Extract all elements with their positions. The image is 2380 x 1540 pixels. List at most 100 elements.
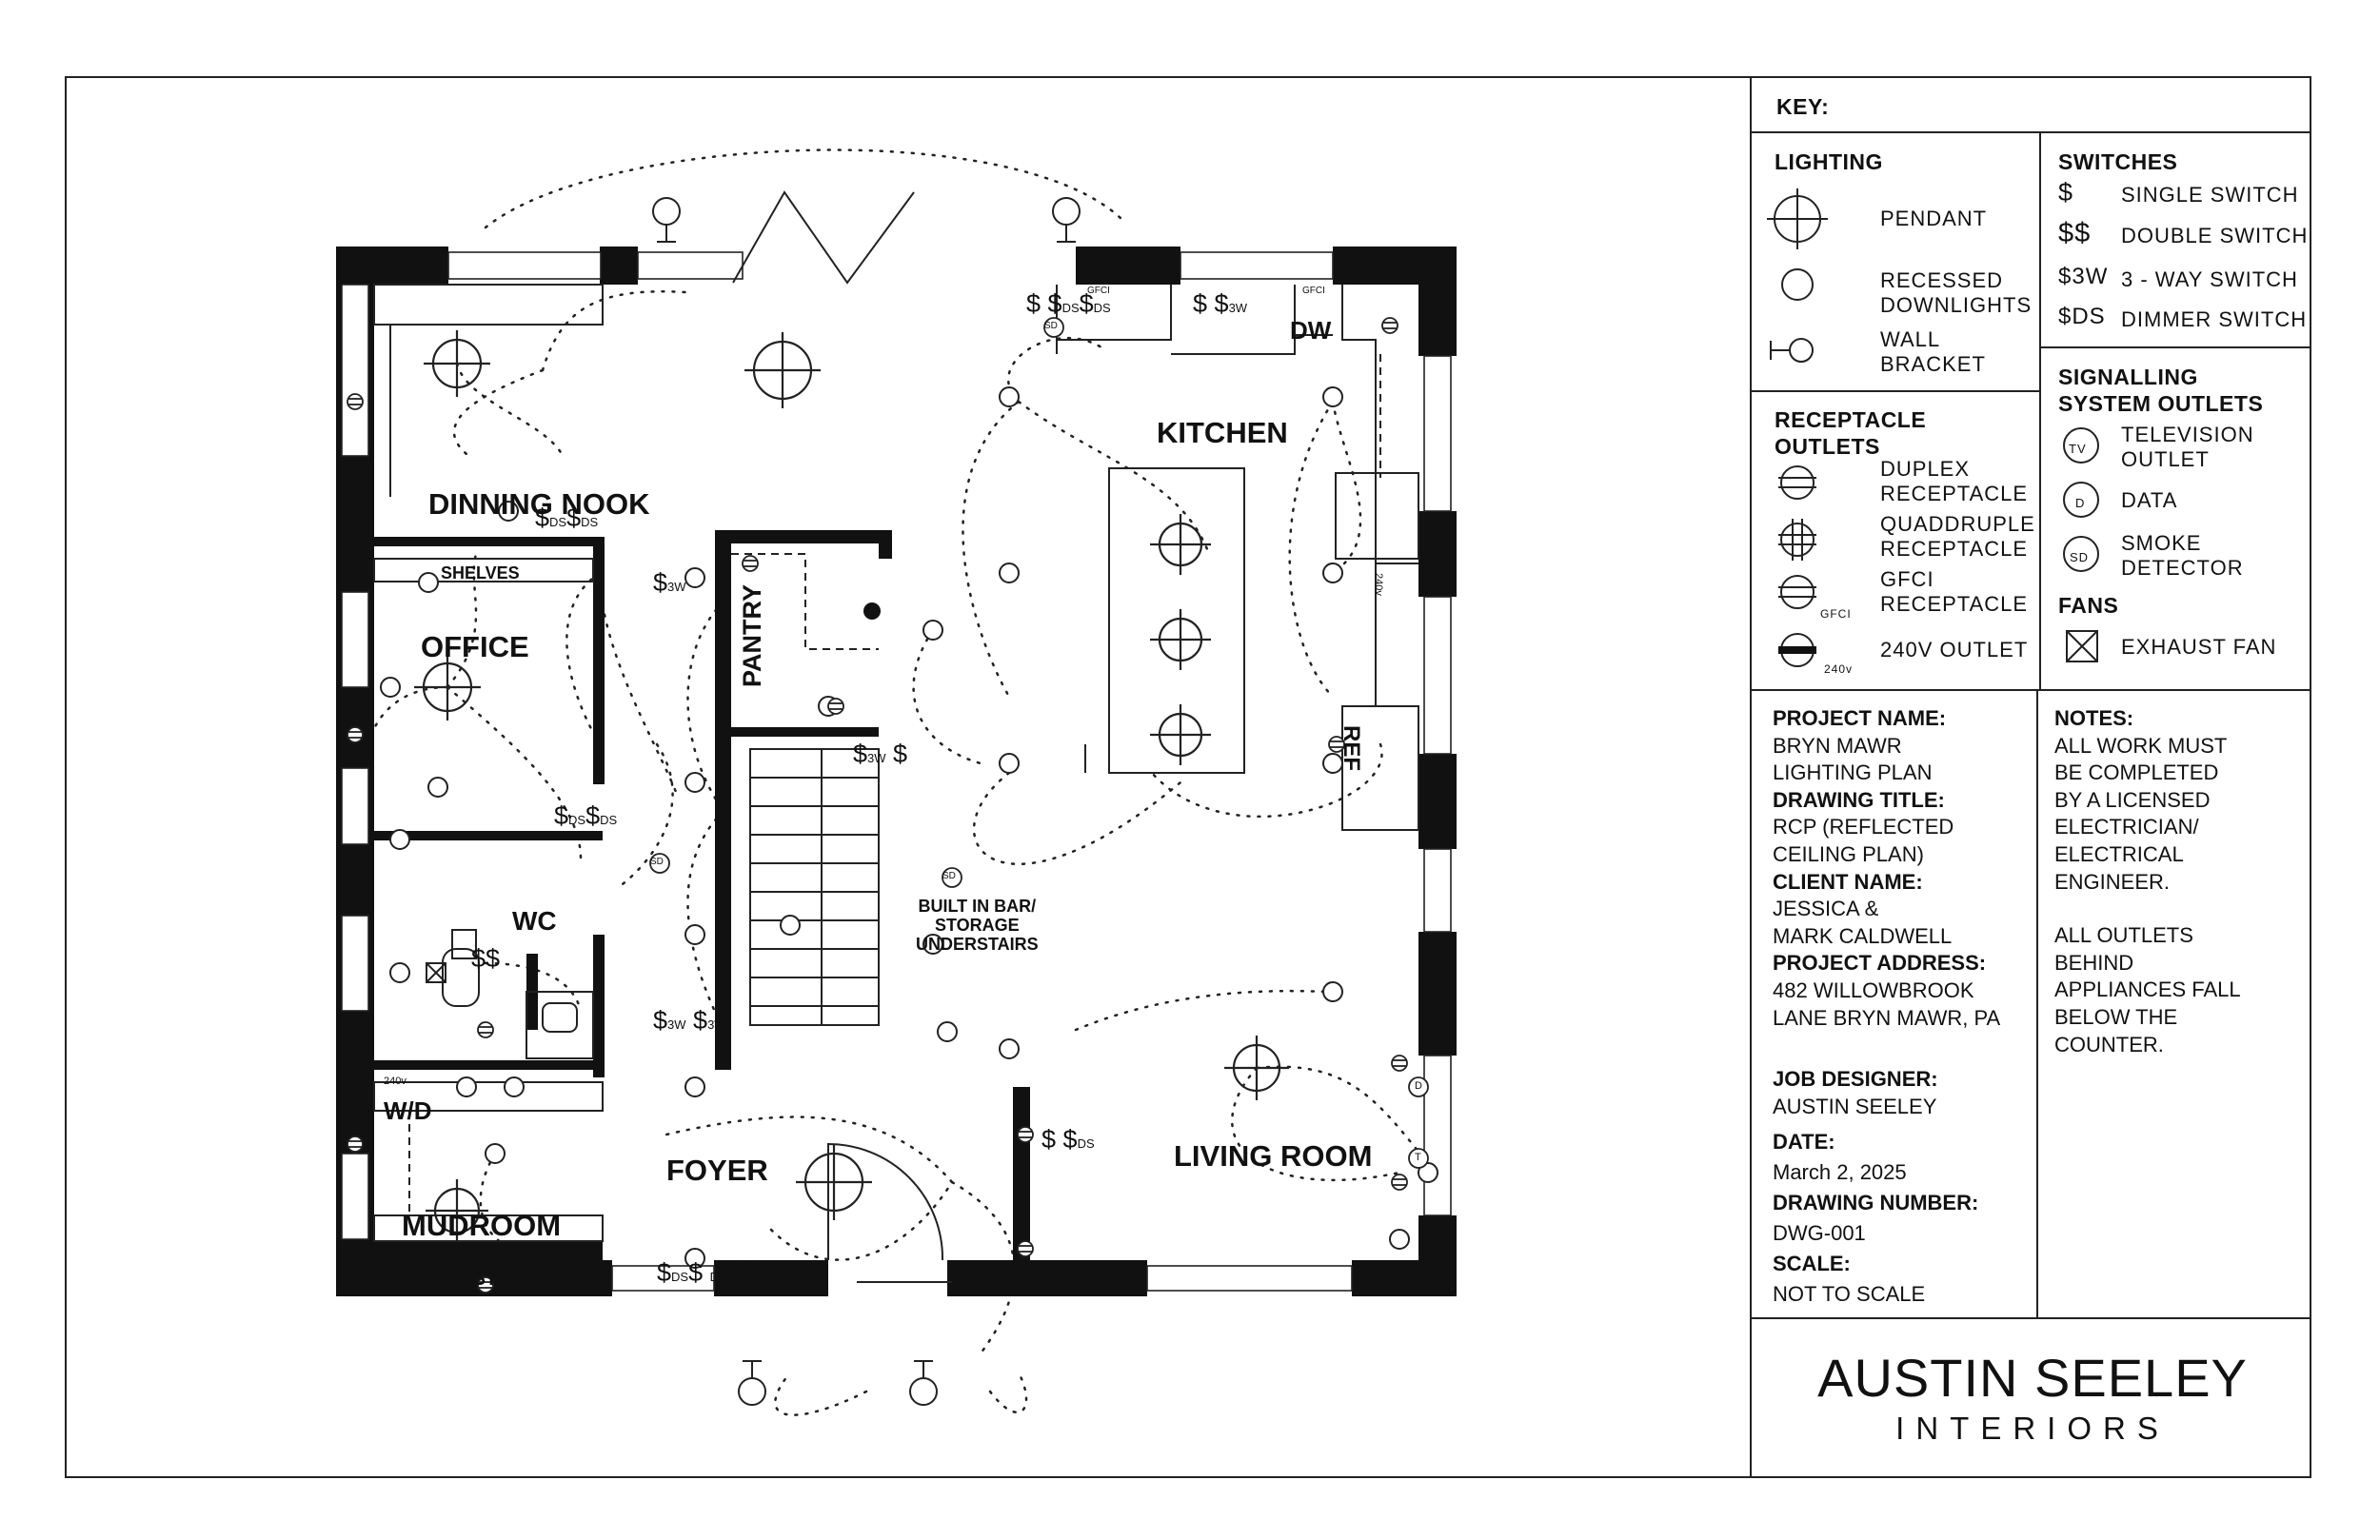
plan-switch-stair-top: $3W <box>653 568 686 597</box>
company-logo-name: AUSTIN SEELEY <box>1817 1348 2248 1408</box>
plan-switch-living: $ $DS <box>1041 1125 1095 1154</box>
room-dining-nook: DINNING NOOK <box>428 487 650 521</box>
floor-plan: DINNING NOOK OFFICE SHELVES WC W/D MUDRO… <box>67 78 1809 1480</box>
scale-label: SCALE: <box>1773 1252 1851 1275</box>
key-240v-tag: 240v <box>1824 662 1854 676</box>
project-info: PROJECT NAME: BRYN MAWR LIGHTING PLAN DR… <box>1773 705 2000 1032</box>
room-built-in-bar: BUILT IN BAR/ STORAGE UNDERSTAIRS <box>916 897 1039 954</box>
plan-tv-outlet: T <box>1415 1152 1421 1163</box>
plan-switch-pantry: $3W $ <box>853 740 908 768</box>
project-address: 482 WILLOWBROOK LANE BRYN MAWR, PA <box>1773 977 2001 1030</box>
job-designer: AUSTIN SEELEY <box>1773 1095 1937 1118</box>
signal-outlets <box>649 317 1429 1169</box>
interior-lines <box>373 190 1419 1283</box>
room-living-room: LIVING ROOM <box>1174 1139 1373 1173</box>
key-gfci-tag: GFCI <box>1820 607 1852 621</box>
room-dw: DW <box>1290 316 1332 345</box>
notes-heading: NOTES: <box>2054 706 2134 730</box>
key-switches-heading: SWITCHES <box>2058 149 2178 174</box>
pendant-dot <box>863 602 881 620</box>
key-title: KEY: <box>1776 94 1830 119</box>
room-kitchen: KITCHEN <box>1157 416 1288 449</box>
notes: NOTES: ALL WORK MUST BE COMPLETED BY A L… <box>2054 705 2241 1058</box>
plan-switch-kitchen-3w: $ $3W <box>1193 289 1248 318</box>
plan-sd-kitchen: SD <box>1044 321 1058 331</box>
drawing-number-label: DRAWING NUMBER: <box>1773 1191 1979 1214</box>
windows <box>341 251 1452 1292</box>
key-single-switch: SINGLE SWITCH <box>2121 183 2299 207</box>
plan-sd-hall: SD <box>650 857 664 867</box>
note-2: ALL OUTLETS BEHIND APPLIANCES FALL BELOW… <box>2054 923 2241 1056</box>
key-double-symbol: $$ <box>2058 218 2092 248</box>
client-name: JESSICA & MARK CALDWELL <box>1773 897 1953 948</box>
scale: NOT TO SCALE <box>1773 1282 1926 1306</box>
plan-gfci-kitchen: GFCI <box>1087 286 1110 296</box>
room-wc: WC <box>512 906 557 936</box>
project-name-label: PROJECT NAME: <box>1773 706 1947 730</box>
plan-switch-office: $DS$DS <box>554 801 618 830</box>
plan-switch-kitchen: $ $DS$DS <box>1026 289 1111 318</box>
plan-switch-foyer: $DS$ DS $$ <box>657 1258 764 1287</box>
switch-legs <box>364 148 1430 1416</box>
plan-drawing <box>336 148 1457 1416</box>
room-mudroom: MUDROOM <box>402 1209 562 1242</box>
plan-switch-dining: $DS$DS <box>535 503 599 532</box>
key-single-symbol: $ <box>2058 178 2074 207</box>
key-data: DATA <box>2121 488 2178 512</box>
key-smoke: SMOKE DETECTOR <box>2121 531 2244 580</box>
key-exhaust-fan: EXHAUST FAN <box>2121 635 2277 659</box>
room-office: OFFICE <box>421 630 529 663</box>
room-foyer: FOYER <box>666 1154 768 1187</box>
key-lighting-heading: LIGHTING <box>1775 149 1883 174</box>
key-wall-bracket: WALL BRACKET <box>1880 327 1986 376</box>
plan-240v-wd: 240v <box>384 1076 407 1087</box>
exhaust-fan <box>426 962 446 983</box>
key-240v: 240V OUTLET <box>1880 638 2029 661</box>
date-label: DATE: <box>1773 1130 1835 1154</box>
plan-gfci-kitchen-2: GFCI <box>1302 286 1325 296</box>
drawing-title-label: DRAWING TITLE: <box>1773 787 1945 812</box>
project-name: BRYN MAWR LIGHTING PLAN <box>1773 733 1933 785</box>
key-receptacles-heading: RECEPTACLE OUTLETS <box>1775 407 1927 459</box>
key-signalling-heading: SIGNALLING SYSTEM OUTLETS <box>2058 365 2264 416</box>
room-shelves: SHELVES <box>441 563 520 582</box>
address-label: PROJECT ADDRESS: <box>1773 951 1987 976</box>
note-1: ALL WORK MUST BE COMPLETED BY A LICENSED… <box>2054 733 2228 894</box>
plan-switch-stair-bottom: $3W $3W <box>653 1006 726 1035</box>
key-pendant: PENDANT <box>1880 207 1988 230</box>
key-recessed: RECESSED DOWNLIGHTS <box>1880 268 2033 317</box>
key-tv: TELEVISION OUTLET <box>2121 423 2254 471</box>
drawing-title: RCP (REFLECTED CEILING PLAN) <box>1773 815 1954 866</box>
room-ref: REF <box>1339 725 1364 771</box>
drawing-number: DWG-001 <box>1773 1221 1866 1245</box>
key-3way-symbol: $3W <box>2058 264 2109 289</box>
room-pantry: PANTRY <box>738 584 766 687</box>
project-info-3: DATE: March 2, 2025 DRAWING NUMBER: DWG-… <box>1773 1127 1978 1310</box>
room-wd: W/D <box>384 1096 432 1125</box>
key-gfci: GFCI RECEPTACLE <box>1880 567 2029 616</box>
key-duplex: DUPLEX RECEPTACLE <box>1880 457 2029 505</box>
plan-switch-wc: $$ <box>471 944 501 973</box>
client-label: CLIENT NAME: <box>1773 869 1923 894</box>
plan-sd-bar: SD <box>942 871 956 881</box>
key-fans-heading: FANS <box>2058 593 2119 618</box>
key-3way-switch: 3 - WAY SWITCH <box>2121 267 2298 291</box>
title-block-grid <box>1752 131 2311 1319</box>
designer-label: JOB DESIGNER: <box>1773 1067 1938 1091</box>
key-double-switch: DOUBLE SWITCH <box>2121 224 2309 247</box>
drawing-sheet: DINNING NOOK OFFICE SHELVES WC W/D MUDRO… <box>65 76 2311 1478</box>
key-quad: QUADDRUPLE RECEPTACLE <box>1880 512 2035 561</box>
key-data-symbol: D <box>2075 496 2086 510</box>
key-dimmer-symbol: $DS <box>2058 304 2106 329</box>
company-logo-subtitle: INTERIORS <box>1895 1411 2170 1446</box>
recessed-downlights <box>380 386 1438 1269</box>
project-info-2: JOB DESIGNER: AUSTIN SEELEY <box>1773 1065 1938 1120</box>
room-bench-storage: BENCH/STORAGE <box>400 1269 567 1290</box>
plan-data-outlet: D <box>1415 1080 1422 1092</box>
key-dimmer-switch: DIMMER SWITCH <box>2121 307 2308 331</box>
receptacles <box>347 317 1408 1293</box>
title-block: KEY: LIGHTING PENDANT RECESSED DOWNLIGHT… <box>1750 78 2311 1478</box>
pendants <box>414 330 1289 1242</box>
hidden-lines <box>408 354 1381 1215</box>
wall-brackets <box>652 197 1081 1406</box>
